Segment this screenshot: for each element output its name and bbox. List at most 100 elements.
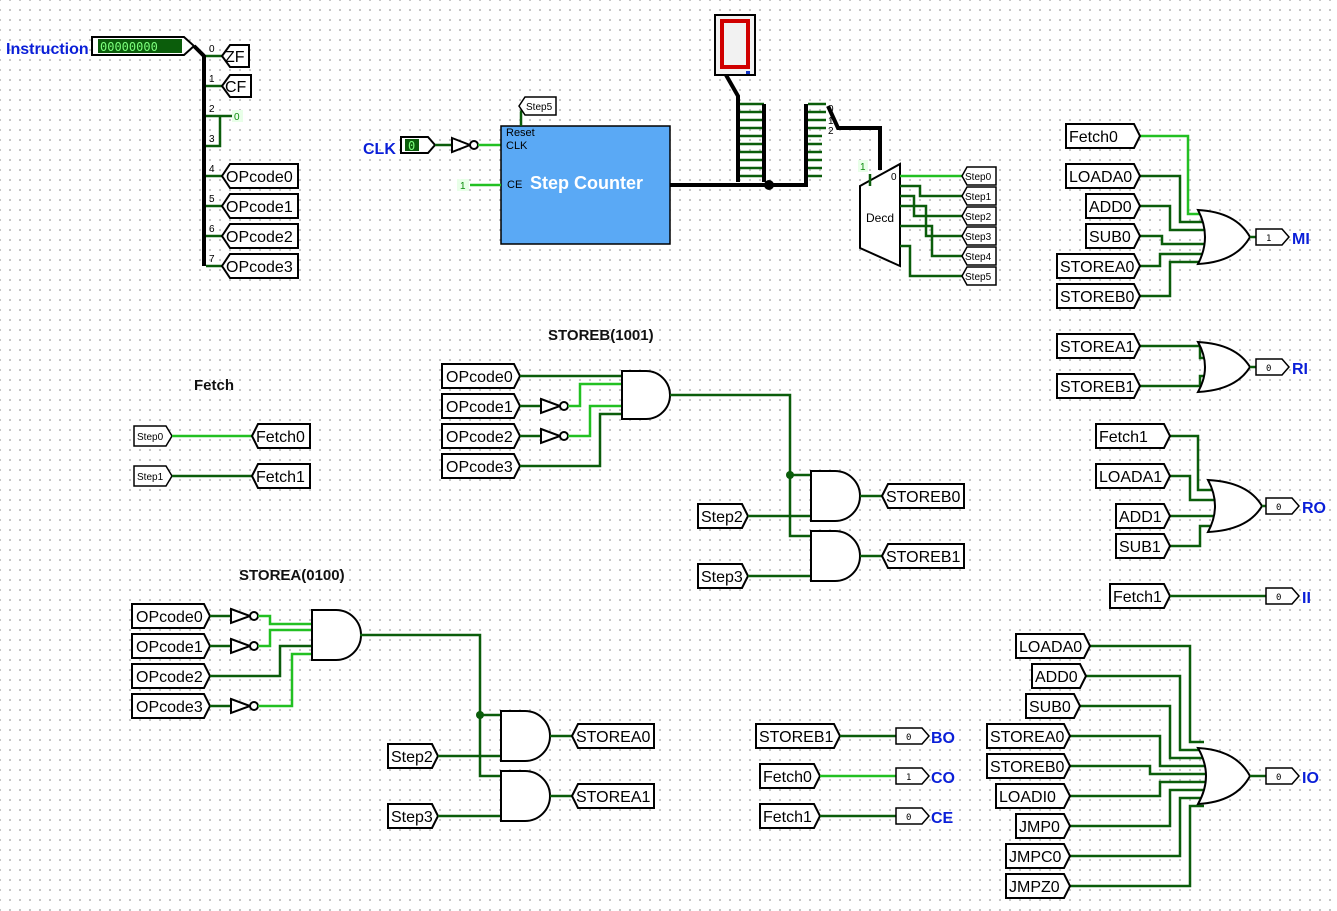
svg-text:Decd: Decd — [866, 211, 894, 225]
not-gate-storeb-1 — [540, 397, 563, 415]
tunnel-bo-src — [755, 723, 842, 749]
tunnel-storeb0-out — [880, 483, 965, 509]
and-gate-storea1 — [500, 770, 551, 822]
tunnel-loada0: LOADA0 — [1065, 163, 1142, 189]
svg-text:STOREB1: STOREB1 — [886, 549, 961, 566]
bo-label: BO — [931, 730, 955, 747]
svg-text:STOREA0: STOREA0 — [990, 729, 1065, 746]
fetch-title: Fetch — [194, 377, 234, 394]
not-gate-storea-0 — [230, 607, 253, 625]
and-gate-storeb0 — [810, 470, 861, 522]
svg-text:7: 7 — [209, 254, 215, 265]
svg-text:STOREB0: STOREB0 — [886, 489, 961, 506]
tunnel-fetch1-out: Fetch1 — [250, 463, 311, 489]
svg-text:0: 0 — [408, 139, 415, 153]
svg-text:0: 0 — [1276, 773, 1281, 783]
tunnel-storeb0: STOREB0 — [986, 753, 1072, 779]
svg-text:Fetch1: Fetch1 — [763, 809, 812, 826]
svg-text:OPcode1: OPcode1 — [446, 399, 513, 416]
svg-text:OPcode1: OPcode1 — [136, 639, 203, 656]
svg-text:1: 1 — [860, 162, 866, 173]
svg-text:Fetch1: Fetch1 — [1113, 589, 1162, 606]
svg-text:Step3: Step3 — [391, 809, 433, 826]
co-probe — [895, 767, 930, 785]
svg-text:ADD1: ADD1 — [1119, 509, 1162, 526]
io-probe — [1265, 767, 1300, 785]
ro-label: RO — [1302, 500, 1326, 517]
svg-text:Step3: Step3 — [701, 569, 743, 586]
tunnel-storeb1-out — [880, 543, 965, 569]
instruction-value: 00000000 — [100, 40, 158, 54]
svg-text:Fetch1: Fetch1 — [1099, 429, 1148, 446]
svg-text:SUB0: SUB0 — [1089, 229, 1131, 246]
tunnel-fetch1: Fetch1 — [1095, 423, 1172, 449]
tunnel-storeb-opcode0 — [441, 363, 522, 389]
tunnel-storeb-step2 — [697, 503, 750, 529]
svg-text:1: 1 — [828, 116, 834, 127]
io-source-tunnels: LOADA0ADD0SUB0STOREA0STOREB0LOADI0JMP0JM… — [986, 633, 1092, 899]
svg-text:Step1: Step1 — [137, 472, 164, 483]
tunnel-storea-opcode2 — [131, 663, 212, 689]
instruction-input[interactable]: Instruction 00000000 — [6, 36, 196, 58]
tunnel-storea-opcode3 — [131, 693, 212, 719]
svg-text:Step4: Step4 — [965, 252, 992, 263]
svg-text:Step2: Step2 — [701, 509, 743, 526]
storeb-title: STOREB(1001) — [548, 327, 654, 344]
clk-input[interactable]: 0 — [400, 136, 437, 154]
svg-text:1: 1 — [209, 74, 215, 85]
svg-text:Fetch0: Fetch0 — [256, 429, 305, 446]
svg-text:ADD0: ADD0 — [1089, 199, 1132, 216]
seven-segment-display: 0 — [0, 0, 756, 76]
tunnel-step0-fetch: Step0 — [133, 425, 173, 447]
clk-label: CLK — [363, 141, 396, 158]
svg-text:LOADA1: LOADA1 — [1099, 469, 1162, 486]
svg-text:Step3: Step3 — [965, 232, 992, 243]
svg-text:JMP0: JMP0 — [1019, 819, 1060, 836]
svg-text:Step0: Step0 — [965, 172, 992, 183]
tunnel-opcode2-split: OPcode2 — [220, 223, 299, 249]
tunnel-storea-opcode1 — [131, 633, 212, 659]
reset-label: Reset — [506, 127, 535, 139]
svg-text:6: 6 — [209, 224, 215, 235]
tunnel-storea1: STOREA1 — [1056, 333, 1142, 359]
svg-text:OPcode2: OPcode2 — [136, 669, 203, 686]
tunnel-storeb-opcode1 — [441, 393, 522, 419]
or-gate-mi — [1196, 208, 1252, 266]
svg-text:0: 0 — [828, 104, 834, 115]
tunnel-fetch0: Fetch0 — [1065, 123, 1142, 149]
svg-text:JMPC0: JMPC0 — [1009, 849, 1062, 866]
ce-const: 1 — [460, 181, 466, 192]
svg-text:0: 0 — [0, 0, 1, 1]
svg-text:OPcode3: OPcode3 — [136, 699, 203, 716]
or-gate-ri — [1196, 340, 1252, 394]
tunnel-loada1: LOADA1 — [1095, 463, 1172, 489]
tunnel-step5-out: Step5 — [961, 266, 997, 286]
tunnel-add0: ADD0 — [1085, 193, 1142, 219]
svg-text:CF: CF — [225, 79, 247, 96]
and-gate-storea0 — [500, 710, 551, 762]
svg-text:2: 2 — [828, 126, 834, 137]
ro-probe — [1265, 497, 1300, 515]
tunnel-storeb-opcode3 — [441, 453, 522, 479]
svg-text:3: 3 — [209, 134, 215, 145]
svg-text:Step5: Step5 — [965, 272, 992, 283]
svg-text:OPcode2: OPcode2 — [446, 429, 513, 446]
svg-text:OPcode0: OPcode0 — [446, 369, 513, 386]
tunnel-storea0-out — [570, 723, 655, 749]
ri-probe — [1255, 358, 1290, 376]
tunnel-step3-out: Step3 — [961, 226, 997, 246]
tunnel-storeb0: STOREB0 — [1056, 283, 1142, 309]
svg-text:0: 0 — [906, 733, 911, 743]
tunnel-sub0: SUB0 — [1085, 223, 1142, 249]
ce-label: CE — [931, 810, 954, 827]
tunnel-loada0: LOADA0 — [1015, 633, 1092, 659]
svg-text:1: 1 — [906, 773, 911, 783]
tunnel-sub0: SUB0 — [1025, 693, 1082, 719]
not-gate-clk — [451, 136, 479, 154]
svg-text:Fetch0: Fetch0 — [763, 769, 812, 786]
svg-text:0: 0 — [234, 112, 240, 123]
